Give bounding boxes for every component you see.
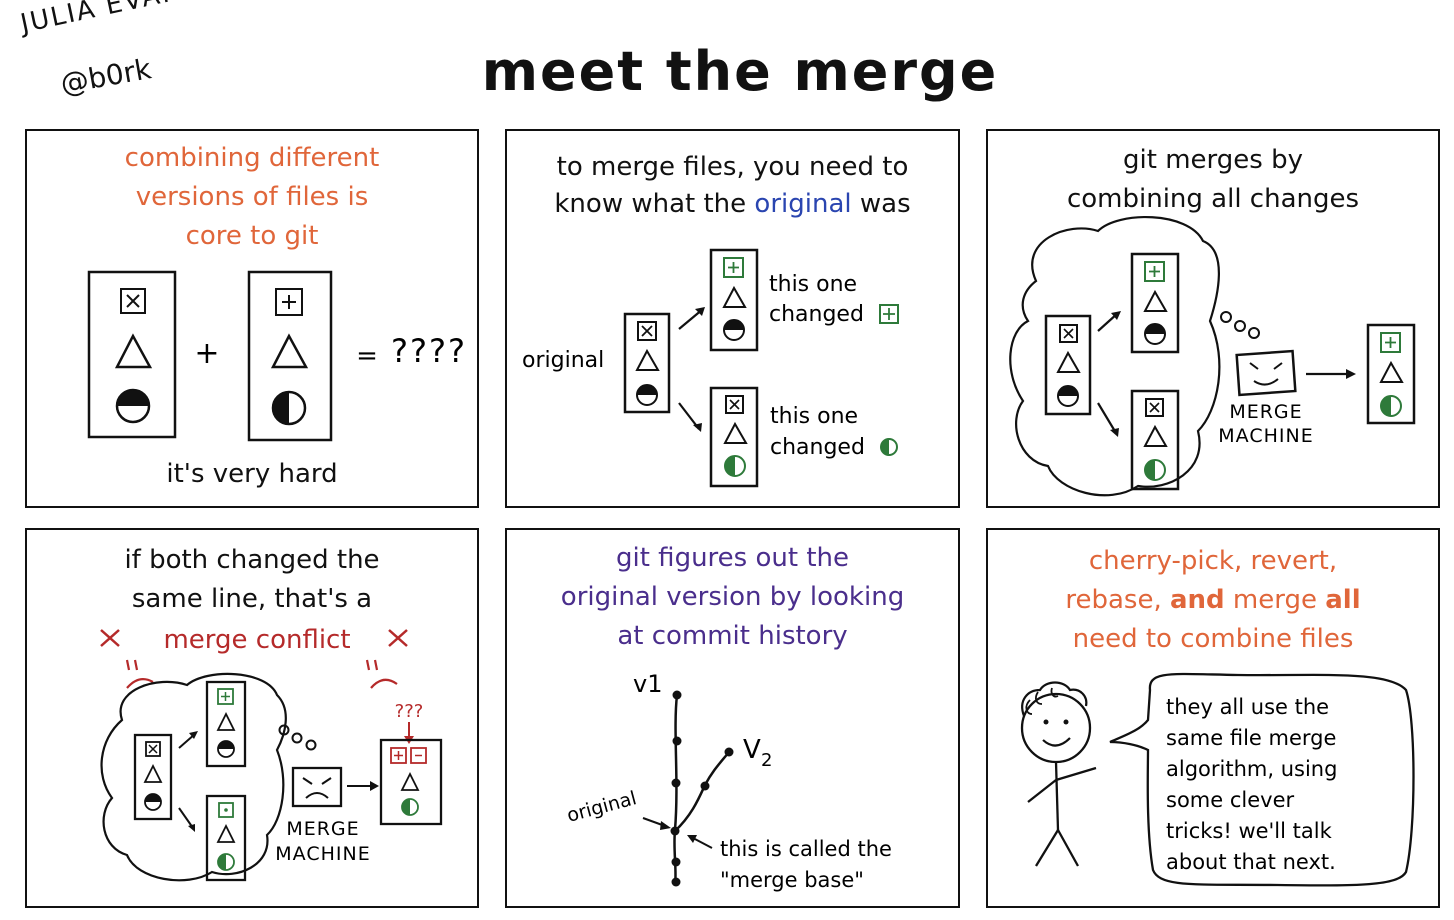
- angry-merge-machine-icon: [291, 766, 343, 808]
- panel1-heading-line1: combining different: [124, 143, 380, 173]
- panel4-heading-line1: if both changed the: [124, 545, 380, 575]
- commit-dot: [724, 747, 734, 757]
- bubble-line3: algorithm, using: [1166, 757, 1337, 781]
- panel-merge-machine: git merges by combining all changes: [986, 129, 1440, 508]
- panel5-heading-line1: git figures out the: [616, 543, 849, 573]
- bubble-line2: same file merge: [1166, 726, 1336, 750]
- v1-label: v1: [633, 670, 662, 698]
- panel1-heading-line3: core to git: [185, 221, 319, 251]
- plus-box-icon: [879, 304, 899, 324]
- top-note-line2: changed: [769, 302, 864, 327]
- v2-subscript: 2: [761, 750, 772, 771]
- conflict-text: merge conflict: [163, 625, 350, 655]
- panel1-drawing: + = ????: [87, 270, 467, 442]
- machine-label-line2: MACHINE: [275, 843, 370, 865]
- panel-combine-files: cherry-pick, revert, rebase, and merge a…: [986, 528, 1440, 908]
- merge-machine-icon: [1235, 349, 1297, 397]
- original-label: original: [522, 348, 604, 373]
- commit-dot: [700, 781, 710, 791]
- commit-dot: [671, 857, 681, 867]
- red-x-left-icon: [100, 629, 120, 647]
- panel1-heading-line2: versions of files is: [135, 182, 369, 212]
- author-name: JULIA EVANS: [18, 0, 204, 40]
- panel6-heading-line2: rebase, and merge all: [1065, 585, 1361, 615]
- page-title: meet the merge: [481, 40, 999, 103]
- question-marks: ????: [391, 332, 467, 370]
- panel-original: to merge files, you need to know what th…: [505, 129, 960, 508]
- bottom-note-line2: changed: [770, 435, 865, 460]
- branch-line: [674, 751, 730, 832]
- conflict-question: ???: [395, 701, 424, 722]
- panel1-caption: it's very hard: [166, 459, 338, 489]
- commit-dot: [671, 877, 681, 887]
- panel4-heading-line2: same line, that's a: [131, 584, 373, 614]
- top-note-line1: this one: [769, 272, 857, 297]
- bottom-note-line1: this one: [770, 404, 858, 429]
- merge-base-note-line2: "merge base": [720, 868, 864, 892]
- machine-label-line1: MERGE: [1229, 401, 1302, 423]
- v2-label: V: [743, 735, 761, 765]
- commit-dot: [671, 778, 681, 788]
- person-hair: [1021, 681, 1088, 717]
- panel-combining: combining different versions of files is…: [25, 129, 479, 508]
- panel2-heading-line2: know what the original was: [554, 189, 911, 219]
- panel3-drawing: MERGE MACHINE: [1009, 216, 1416, 497]
- file-version-b: [247, 270, 333, 442]
- panel6-heading-line1: cherry-pick, revert,: [1088, 546, 1338, 576]
- panel6-heading-line3: need to combine files: [1072, 624, 1354, 654]
- original-label: original: [565, 787, 639, 827]
- equals-sign: =: [356, 341, 378, 371]
- plus-sign: +: [194, 336, 219, 371]
- speech-bubble: [1109, 672, 1415, 887]
- file-version-a: [87, 270, 177, 439]
- merge-base-note-line1: this is called the: [720, 837, 892, 861]
- panel6-drawing: they all use the same file merge algorit…: [1020, 672, 1415, 887]
- panel2-drawing: original this one changed this one chan: [522, 248, 899, 488]
- bubble-line1: they all use the: [1166, 695, 1329, 719]
- thought-cloud: [1009, 216, 1221, 497]
- panel-conflict: if both changed the same line, that's a …: [25, 528, 479, 908]
- person-head: [1020, 692, 1092, 764]
- panel3-heading-line2: combining all changes: [1066, 184, 1360, 214]
- panel5-heading-line3: at commit history: [617, 621, 848, 651]
- panel2-heading-line1: to merge files, you need to: [556, 152, 909, 182]
- panel-commit-history: git figures out the original version by …: [505, 528, 960, 908]
- panel5-drawing: v1 V 2 original this is called the "merg…: [565, 670, 892, 892]
- panel4-drawing: merge conflict: [100, 625, 443, 882]
- merged-file: [1366, 323, 1416, 425]
- conflicted-file: [379, 738, 443, 826]
- bubble-line4: some clever: [1166, 788, 1294, 812]
- author-handle: @b0rk: [58, 52, 154, 101]
- bubble-line6: about that next.: [1166, 850, 1336, 874]
- panel3-heading-line1: git merges by: [1123, 145, 1303, 175]
- bubble-line5: tricks! we'll talk: [1166, 819, 1333, 843]
- machine-label-line1: MERGE: [286, 818, 359, 840]
- panel5-heading-line2: original version by looking: [560, 582, 905, 612]
- machine-label-line2: MACHINE: [1218, 425, 1313, 447]
- red-x-right-icon: [388, 629, 408, 647]
- original-word: original: [754, 189, 852, 219]
- main-branch-line: [673, 694, 679, 886]
- commit-dot: [672, 690, 682, 700]
- commit-dot: [672, 736, 682, 746]
